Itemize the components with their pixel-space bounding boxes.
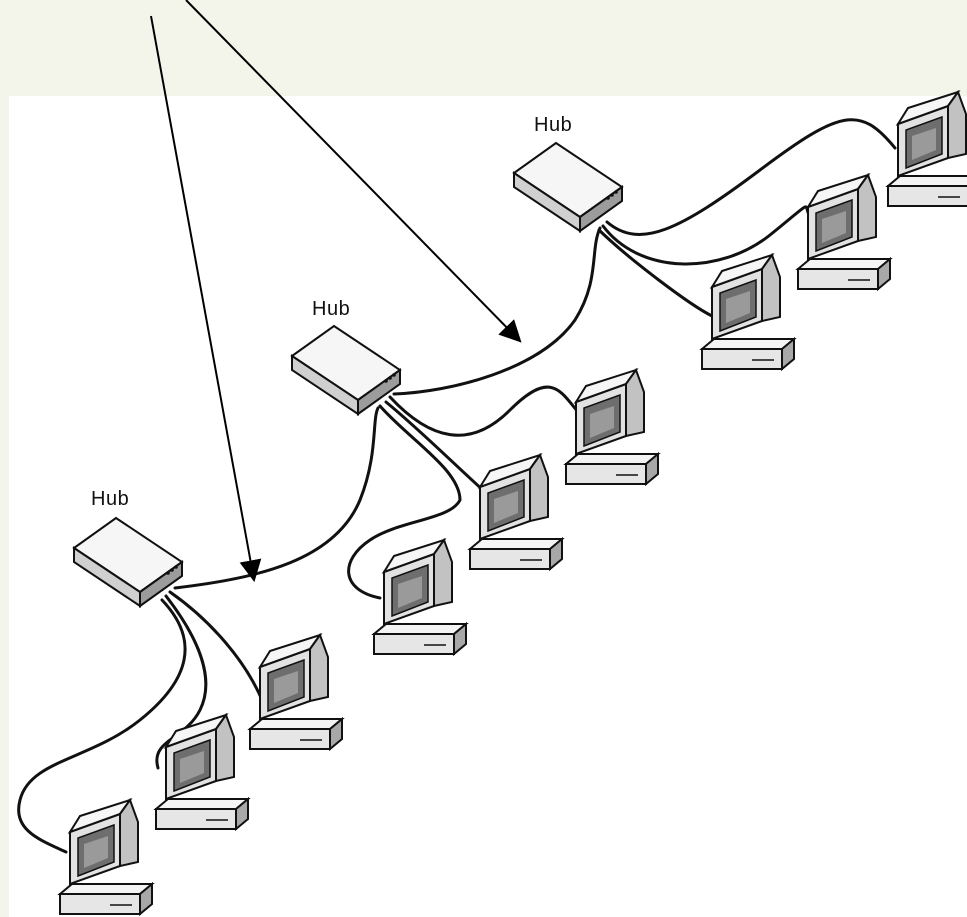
cable-group (17, 118, 897, 854)
cable (155, 594, 208, 770)
backbone-cable (392, 226, 602, 396)
cable (384, 400, 487, 494)
cable (388, 385, 580, 437)
cable (597, 228, 714, 318)
hub-label: Hub (534, 114, 573, 136)
cable (17, 598, 187, 854)
arrow (185, 0, 522, 343)
backbone-cable (173, 406, 380, 590)
cable (168, 590, 264, 702)
cable (605, 118, 897, 236)
arrow (150, 15, 262, 583)
cable (347, 404, 462, 600)
hub-label: Hub (91, 488, 130, 510)
hub-label: Hub (312, 298, 351, 320)
